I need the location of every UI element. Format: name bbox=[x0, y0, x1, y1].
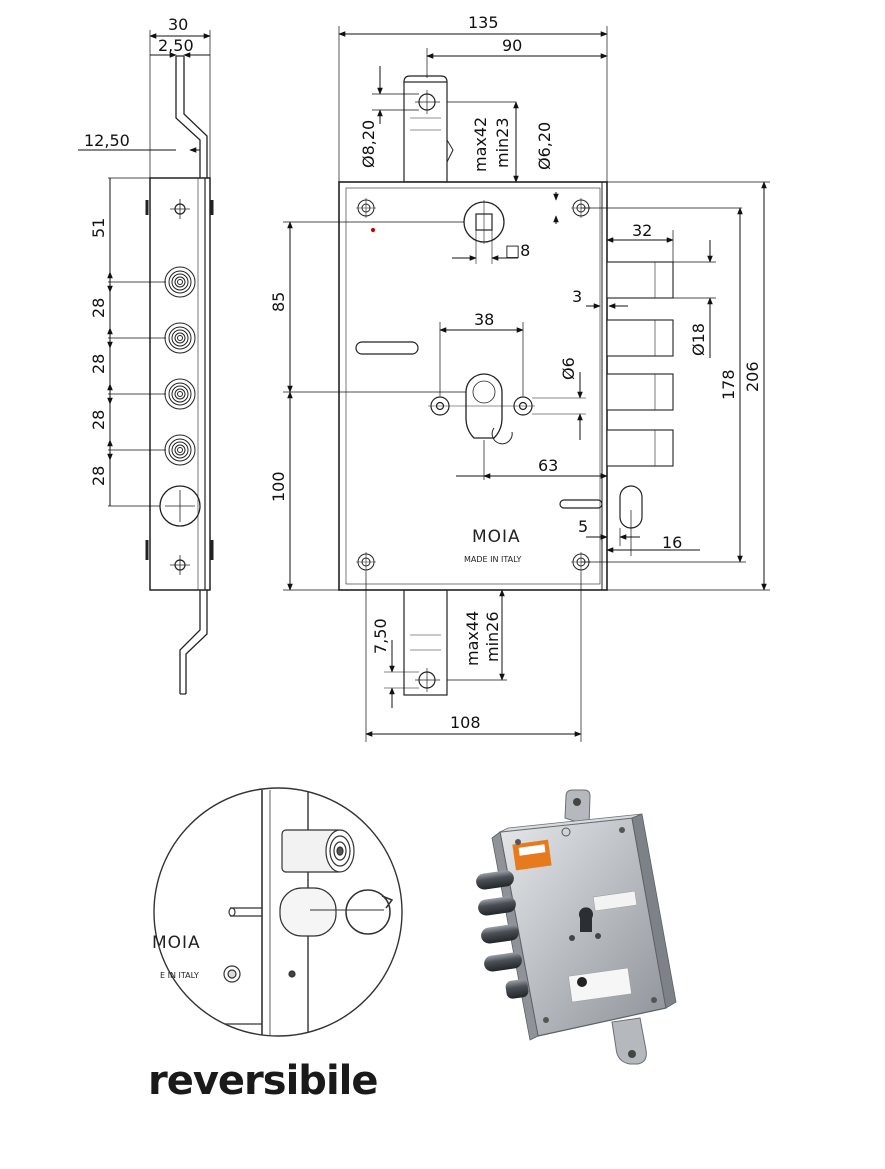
dim-upper-height: 85 bbox=[269, 292, 288, 312]
dim-bottom-min: min26 bbox=[483, 611, 502, 662]
dim-spindle: □8 bbox=[505, 241, 530, 260]
dim-bottom-offset: 7,50 bbox=[371, 618, 390, 654]
reversible-detail: MOIA E IN ITALY bbox=[152, 787, 403, 1037]
photo-bolts bbox=[476, 870, 529, 999]
front-view bbox=[338, 75, 674, 696]
dim-side-spacing-1: 28 bbox=[89, 298, 108, 318]
reversible-caption: reversibile bbox=[148, 1058, 378, 1104]
front-brand-text: MOIA bbox=[472, 527, 521, 547]
dim-side-bolt-offset: 12,50 bbox=[84, 131, 130, 150]
dim-height-178: 178 bbox=[719, 369, 738, 400]
dim-side-spacing-3: 28 bbox=[89, 410, 108, 430]
dim-gap: 3 bbox=[572, 287, 582, 306]
front-origin-text: MADE IN ITALY bbox=[464, 555, 522, 564]
detail-brand-text: MOIA bbox=[152, 933, 201, 953]
front-bolts bbox=[606, 261, 674, 467]
dim-cylinder-spacing: 38 bbox=[474, 310, 494, 329]
dim-height-206: 206 bbox=[743, 361, 762, 392]
dim-top-hole-diameter: Ø8,20 bbox=[359, 120, 378, 168]
dim-bolt-diameter: Ø18 bbox=[689, 323, 708, 356]
front-view-dimensions bbox=[283, 26, 770, 742]
detail-origin-text: E IN ITALY bbox=[160, 971, 199, 980]
dim-lower-height: 100 bbox=[269, 471, 288, 502]
lock-photo bbox=[476, 789, 677, 1065]
dim-bottom-max: max44 bbox=[463, 611, 482, 666]
dim-side-offset: 2,50 bbox=[158, 36, 194, 55]
dim-side-spacing-top: 51 bbox=[89, 218, 108, 238]
dim-total-width: 135 bbox=[468, 13, 499, 32]
dim-side-spacing-4: 28 bbox=[89, 466, 108, 486]
side-view-dimensions bbox=[78, 30, 211, 507]
dim-right-hole-diameter: Ø6,20 bbox=[535, 122, 554, 170]
dim-bolt-length: 32 bbox=[632, 221, 652, 240]
dim-latch-5: 5 bbox=[578, 517, 588, 536]
dim-top-min: min23 bbox=[493, 117, 512, 168]
dim-cylinder-hole-diameter: Ø6 bbox=[559, 357, 578, 380]
dim-bottom-width: 108 bbox=[450, 713, 481, 732]
dim-latch-16: 16 bbox=[662, 533, 682, 552]
dim-side-width: 30 bbox=[168, 15, 188, 34]
dim-top-max: max42 bbox=[471, 117, 490, 172]
dim-cylinder-backset: 63 bbox=[538, 456, 558, 475]
dim-backset-90: 90 bbox=[502, 36, 522, 55]
side-bolt-heads bbox=[164, 266, 196, 466]
dim-side-spacing-2: 28 bbox=[89, 354, 108, 374]
side-view bbox=[145, 55, 214, 695]
